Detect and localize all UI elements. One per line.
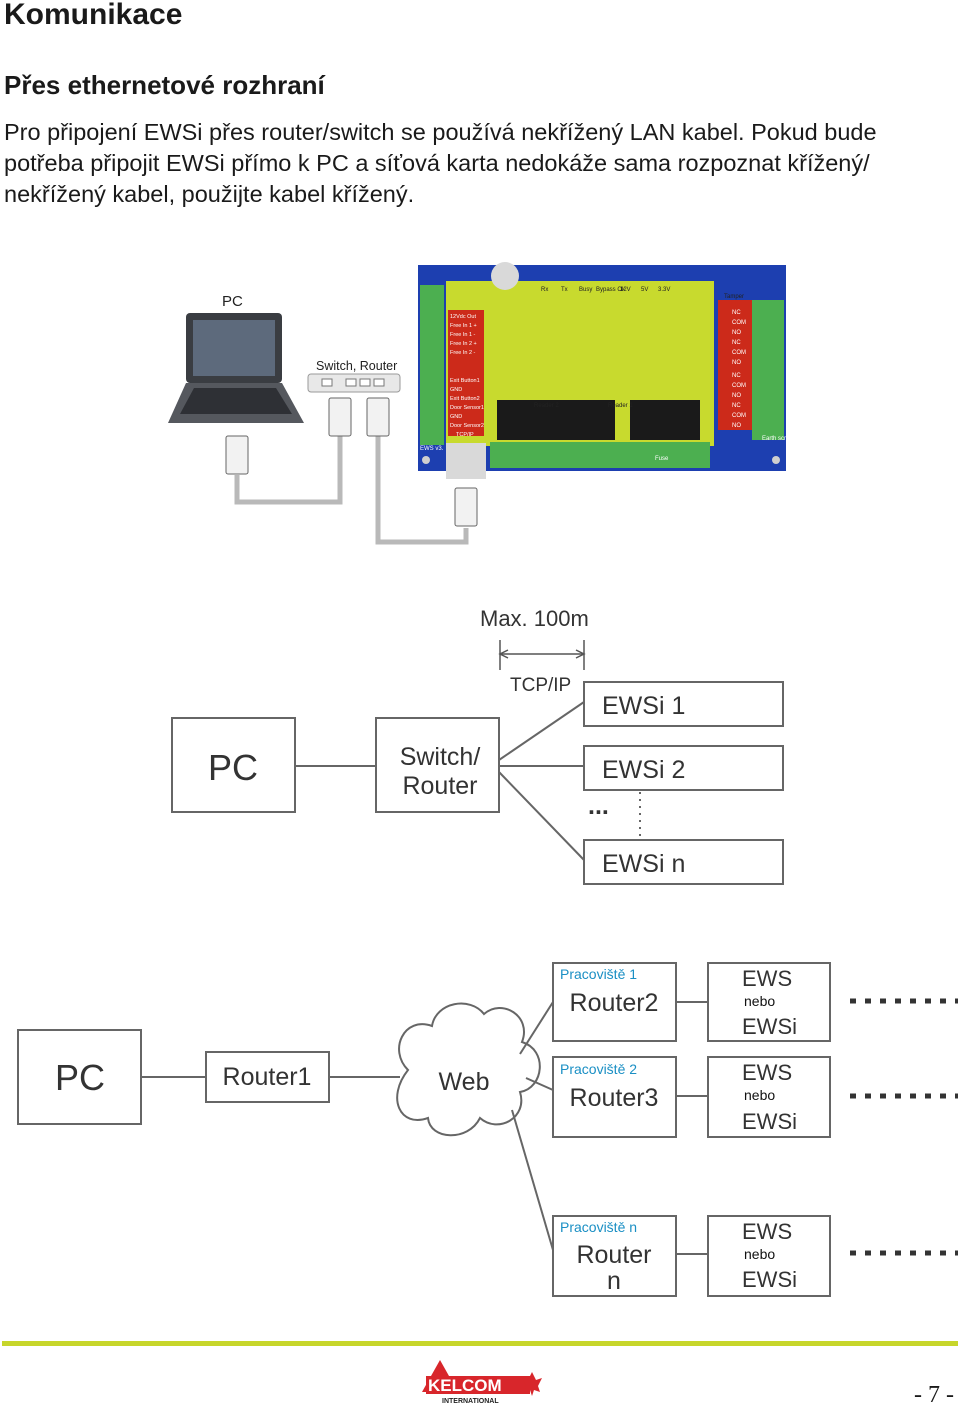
svg-text:Fuse: Fuse — [655, 456, 669, 462]
intro-paragraph: Pro připojení EWSi přes router/switch se… — [4, 119, 877, 207]
ewsi-n-box — [583, 839, 784, 885]
footer-rule — [2, 1341, 958, 1346]
ewsi-n-label: EWSi n — [602, 850, 685, 878]
svg-text:COM: COM — [732, 350, 746, 356]
site-n-nebo: nebo — [744, 1246, 775, 1262]
svg-text:Free In 1 -: Free In 1 - — [450, 332, 476, 338]
svg-text:Earth screw: Earth screw — [762, 436, 794, 442]
svg-text:Rx: Rx — [541, 287, 548, 293]
svg-text:Free In 2 -: Free In 2 - — [450, 350, 476, 356]
tcp-ip-label: TCP/IP — [510, 675, 571, 696]
svg-text:Bypass Ok: Bypass Ok — [596, 287, 626, 293]
max-distance-label: Max. 100m — [480, 606, 589, 631]
svg-text:NO: NO — [732, 423, 741, 429]
rj45-plug-icon — [225, 397, 478, 527]
svg-text:NC: NC — [732, 403, 741, 409]
svg-text:12V: 12V — [620, 287, 631, 293]
svg-text:NC: NC — [732, 373, 741, 379]
router1-label: Router1 — [223, 1063, 312, 1091]
svg-text:NC: NC — [732, 340, 741, 346]
site-1-ews: EWS — [742, 966, 792, 991]
svg-text:INTERNATIONAL: INTERNATIONAL — [442, 1398, 499, 1405]
svg-text:Reader 1: Reader 1 — [608, 403, 633, 409]
site-n-device-box — [707, 1215, 831, 1297]
switch-router-box — [375, 717, 500, 813]
more-devices-dots: ... — [588, 792, 609, 820]
ewsi-2-box — [583, 745, 784, 791]
site-2-ews: EWS — [742, 1060, 792, 1085]
svg-text:3.3V: 3.3V — [658, 287, 670, 293]
router1-box — [205, 1051, 330, 1103]
switch-illustration — [307, 373, 401, 393]
svg-text:NO: NO — [732, 360, 741, 366]
site-2-router-box — [552, 1056, 677, 1138]
svg-text:GND: GND — [450, 414, 462, 420]
site-n-ews: EWS — [742, 1219, 792, 1244]
svg-text:COM: COM — [732, 320, 746, 326]
svg-text:Free In 1 +: Free In 1 + — [450, 323, 477, 329]
distance-dimension — [498, 640, 586, 670]
site-2-ewsi: EWSi — [742, 1109, 797, 1134]
site-2-label: Pracoviště 2 — [560, 1061, 637, 1077]
photo-pc-label: PC — [222, 293, 243, 310]
site-1-router-label: Router2 — [570, 989, 659, 1017]
svg-text:Door Sensor2: Door Sensor2 — [450, 423, 484, 429]
site-2-router-label: Router3 — [570, 1084, 659, 1112]
diagram-internet: PC Router1 Web Pracoviště 1 Router2 EWS … — [17, 962, 958, 1297]
svg-text:Tx: Tx — [561, 287, 568, 293]
svg-text:12Vdc Out: 12Vdc Out — [450, 314, 476, 320]
ewsi-2-label: EWSi 2 — [602, 756, 685, 784]
svg-text:NC: NC — [732, 310, 741, 316]
cloud-icon — [396, 1002, 541, 1137]
site-n-router-label-1: Router — [576, 1241, 651, 1269]
switch-router-label-1: Switch/ — [400, 743, 481, 771]
page-title: Komunikace — [4, 0, 183, 31]
site-n-ewsi: EWSi — [742, 1267, 797, 1292]
ewsi-1-label: EWSi 1 — [602, 692, 685, 720]
svg-text:COM: COM — [732, 383, 746, 389]
photo-switch-label: Switch, Router — [316, 359, 397, 373]
svg-text:5V: 5V — [641, 287, 648, 293]
svg-text:Door Sensor1: Door Sensor1 — [450, 405, 484, 411]
site-n-label: Pracoviště n — [560, 1219, 637, 1235]
web-links — [511, 1001, 708, 1255]
svg-text:NO: NO — [732, 393, 741, 399]
site-1-ewsi: EWSi — [742, 1014, 797, 1039]
pc-box-2-label: PC — [55, 1057, 105, 1098]
svg-text:Reader 2: Reader 2 — [534, 403, 559, 409]
svg-text:COM: COM — [732, 413, 746, 419]
svg-text:GND: GND — [450, 387, 462, 393]
site-1-label: Pracoviště 1 — [560, 966, 637, 982]
svg-text:EWS v3.: EWS v3. — [420, 446, 444, 452]
svg-text:Busy: Busy — [579, 287, 592, 293]
site-2-nebo: nebo — [744, 1087, 775, 1103]
site-n-router-label-2: n — [607, 1267, 621, 1295]
svg-text:KELCOM: KELCOM — [428, 1376, 502, 1395]
pc-box — [171, 717, 296, 813]
web-label: Web — [439, 1068, 490, 1096]
pc-box-label: PC — [208, 747, 258, 788]
svg-text:TCP/IP: TCP/IP — [456, 432, 474, 438]
controller-board: Rx Tx Busy Bypass Ok 12V 5V 3.3V Tamper … — [418, 262, 794, 479]
svg-text:NO: NO — [732, 330, 741, 336]
svg-text:Tamper: Tamper — [724, 294, 744, 300]
svg-text:Exit Button1: Exit Button1 — [450, 378, 480, 384]
kelcom-logo: KELCOM INTERNATIONAL — [422, 1360, 542, 1405]
lan-cables — [234, 436, 469, 545]
section-heading: Přes ethernetové rozhraní — [4, 70, 325, 100]
site-1-device-box — [707, 962, 831, 1042]
site-1-router-box — [552, 962, 677, 1042]
laptop-illustration — [168, 313, 304, 423]
svg-text:Free In 2 +: Free In 2 + — [450, 341, 477, 347]
switch-router-label-2: Router — [402, 772, 477, 800]
site-2-device-box — [707, 1056, 831, 1138]
wiring-photo: PC Switch, Router — [168, 262, 794, 545]
diagram-lan: Max. 100m TCP/IP PC Switch/ Router EWSi … — [171, 606, 784, 885]
page-number: - 7 - — [914, 1382, 954, 1408]
site-n-router-box — [552, 1215, 677, 1297]
site-1-nebo: nebo — [744, 993, 775, 1009]
lan-links — [295, 701, 641, 861]
svg-text:Exit Button2: Exit Button2 — [450, 396, 480, 402]
ewsi-1-box — [583, 681, 784, 727]
